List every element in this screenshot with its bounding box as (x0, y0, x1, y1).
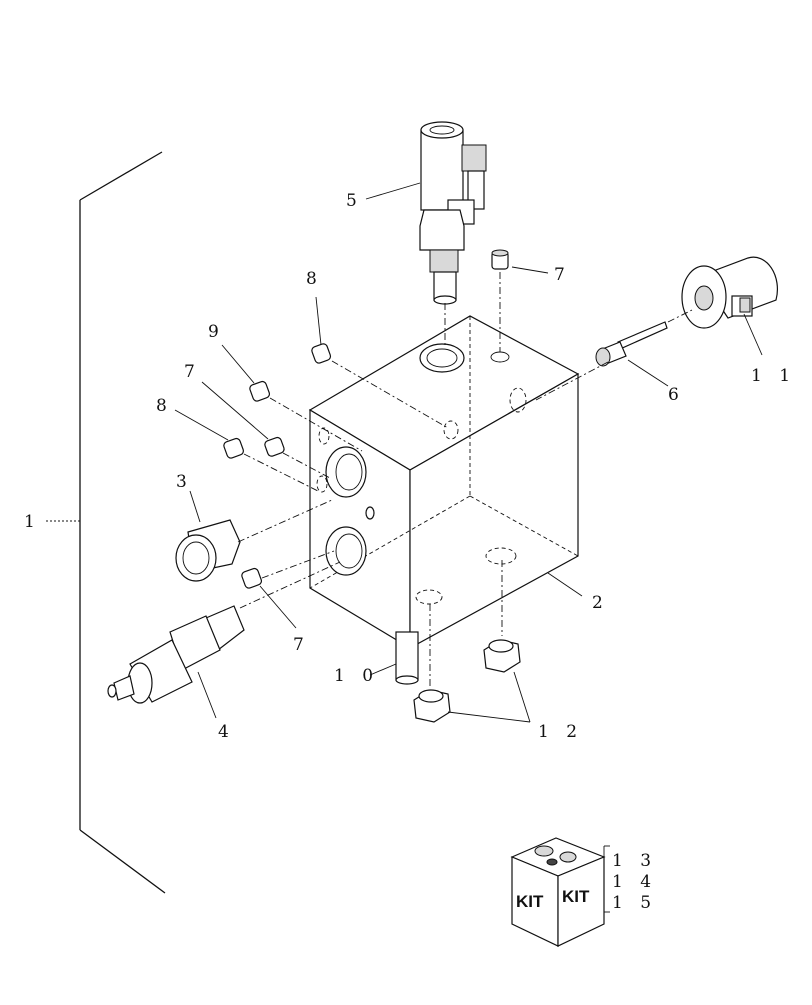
spool (395, 631, 419, 685)
kit-label-right: KIT (562, 887, 590, 906)
label-kit-item-1: 1 3 (612, 851, 657, 871)
center-lines (237, 272, 693, 686)
set-screw-left (223, 437, 245, 459)
label-kit-item-3: 1 5 (612, 893, 657, 913)
label-valve-block: 2 (592, 593, 609, 613)
label-plug-large: 3 (176, 472, 193, 492)
orifice-plug-left (264, 436, 285, 457)
label-orifice-plug-bottom: 7 (293, 635, 310, 655)
label-assembly: 1 (24, 512, 41, 532)
plug-large (175, 519, 241, 582)
label-cartridge-valve: 6 (668, 385, 685, 405)
label-set-screw-left: 8 (156, 396, 173, 416)
label-grub-screw: 9 (208, 322, 225, 342)
label-orifice-plug-top: 7 (554, 265, 571, 285)
solenoid-valve (419, 121, 487, 305)
cartridge-valve (595, 321, 668, 367)
set-screw-top (311, 343, 332, 364)
valve-block (308, 315, 580, 650)
label-orifice-plug-left: 7 (184, 362, 201, 382)
label-spool: 1 0 (334, 666, 379, 686)
leader-lines (174, 182, 763, 723)
plugs-bottom (413, 639, 521, 723)
orifice-plug-bottom (241, 567, 263, 589)
label-plugs-bottom: 1 2 (538, 722, 583, 742)
label-set-screw-top: 8 (306, 269, 323, 289)
solenoid-coil (681, 256, 778, 329)
label-relief-valve: 4 (218, 722, 235, 742)
callout-labels: 1 2 3 4 5 6 7 7 7 8 8 9 1 0 1 1 1 2 1 3 … (24, 191, 796, 913)
orifice-plug-top (491, 249, 509, 270)
label-solenoid-coil: 1 1 (751, 366, 796, 386)
kit-box: KIT KIT (510, 837, 610, 947)
grub-screw (249, 380, 271, 402)
assembly-bracket (46, 151, 166, 894)
kit-label-left: KIT (516, 892, 544, 911)
relief-valve (107, 605, 245, 704)
label-solenoid-valve: 5 (346, 191, 363, 211)
label-kit-item-2: 1 4 (612, 872, 657, 892)
